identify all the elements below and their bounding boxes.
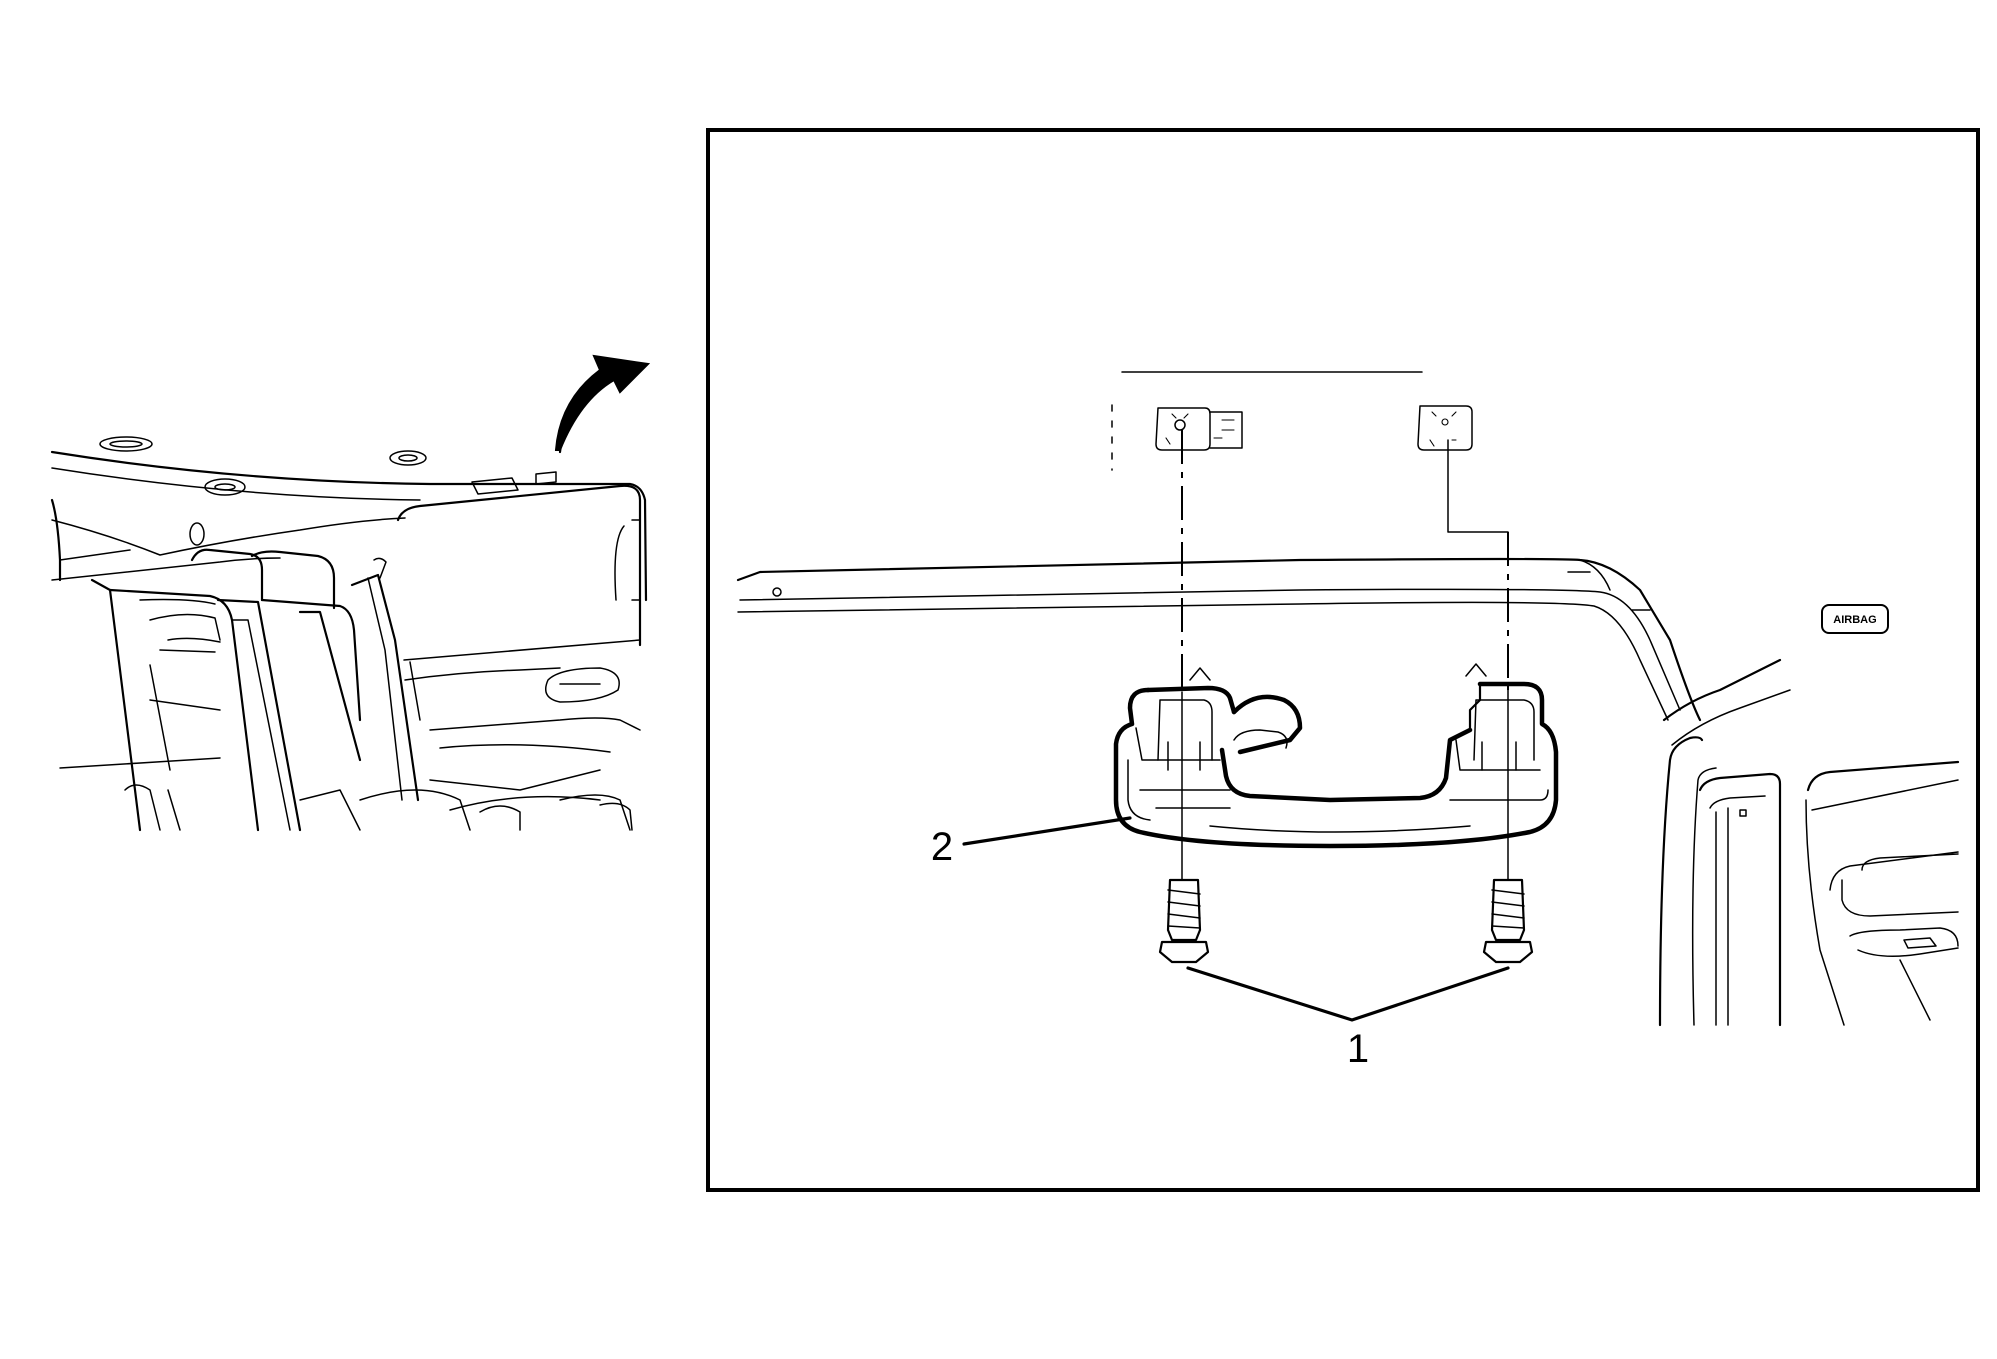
airbag-label-tag: AIRBAG <box>1821 604 1889 634</box>
detail-view: AIRBAG <box>736 371 1960 1071</box>
detail-frame <box>706 128 1980 1192</box>
retainer-clip-right <box>1417 405 1473 451</box>
airbag-label-text: AIRBAG <box>1833 614 1876 626</box>
roof-vents <box>99 436 557 546</box>
callout-2-label: 2 <box>931 825 953 869</box>
callout-2: 2 <box>931 816 1132 869</box>
assist-handle <box>1113 663 1559 849</box>
callout-1-label: 1 <box>1347 1027 1369 1071</box>
view-arrow <box>554 354 651 451</box>
screw-right <box>1482 878 1534 964</box>
screw-left <box>1158 878 1210 964</box>
retainer-clip-left <box>1155 407 1243 451</box>
callout-1: 1 <box>1186 966 1510 1071</box>
vehicle-interior-overview <box>50 354 651 832</box>
